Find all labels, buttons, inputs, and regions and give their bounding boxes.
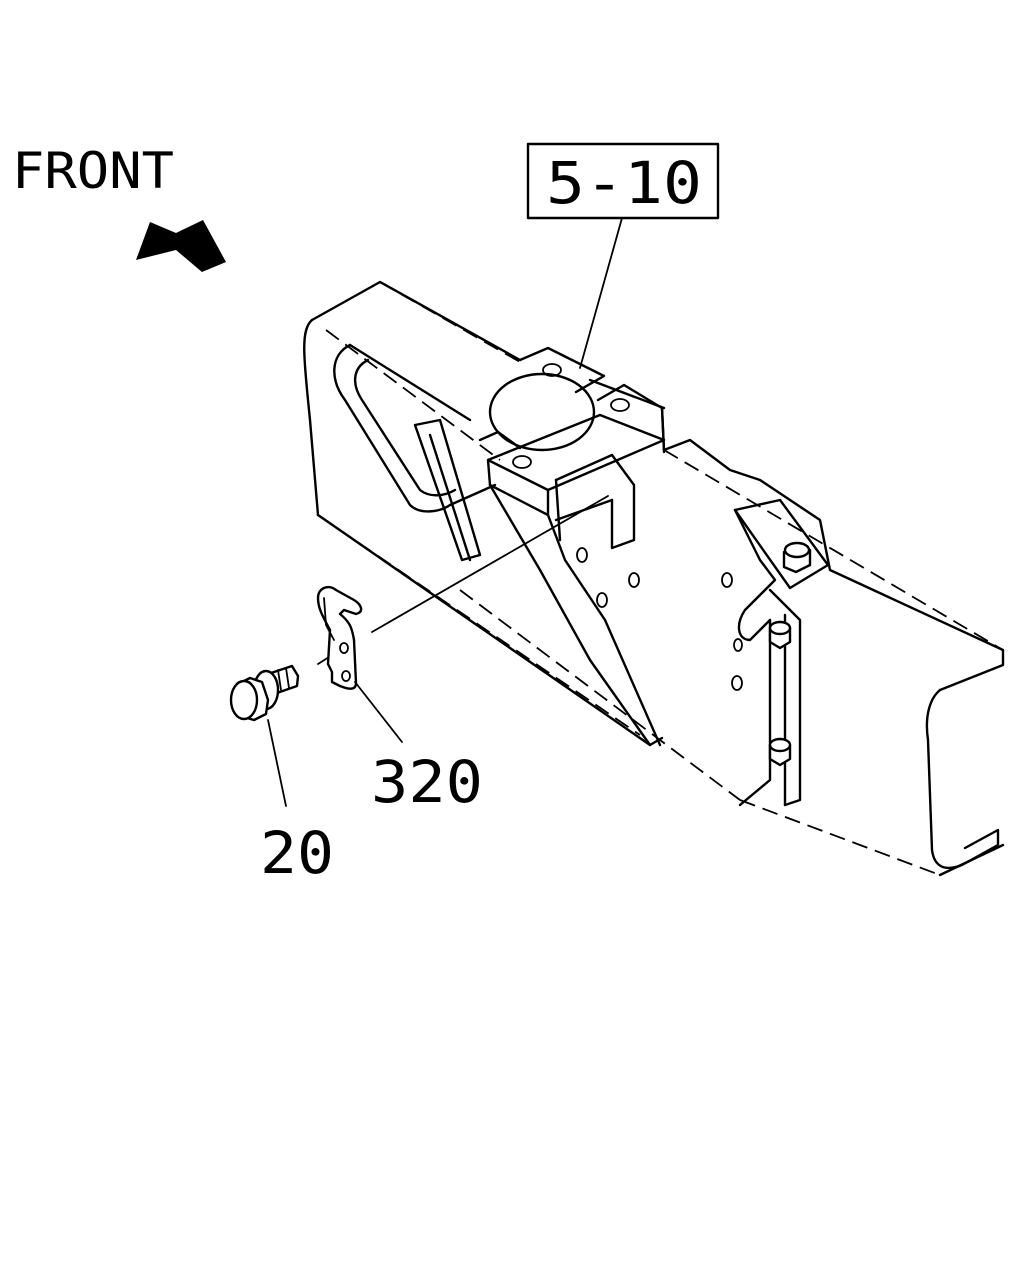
bracket-leader-line	[354, 681, 403, 743]
bracket-part	[316, 586, 363, 690]
bolt-callout-number: 20	[260, 819, 334, 887]
front-label: FRONT	[12, 142, 174, 200]
bolt-leader-line	[267, 719, 287, 807]
frame-assembly	[303, 280, 1005, 877]
reference-callout: 5-10	[526, 142, 720, 369]
hex-bolt-upper-icon	[782, 541, 812, 574]
flange-bolt-icon	[229, 664, 300, 722]
reference-box-label: 5-10	[546, 149, 702, 217]
hex-bolt-middle-icon	[768, 620, 792, 650]
bracket-callout-number: 320	[371, 748, 483, 816]
hex-bolt-lower-icon	[768, 737, 792, 767]
install-line	[371, 495, 609, 633]
front-direction-arrow-icon	[136, 220, 226, 272]
